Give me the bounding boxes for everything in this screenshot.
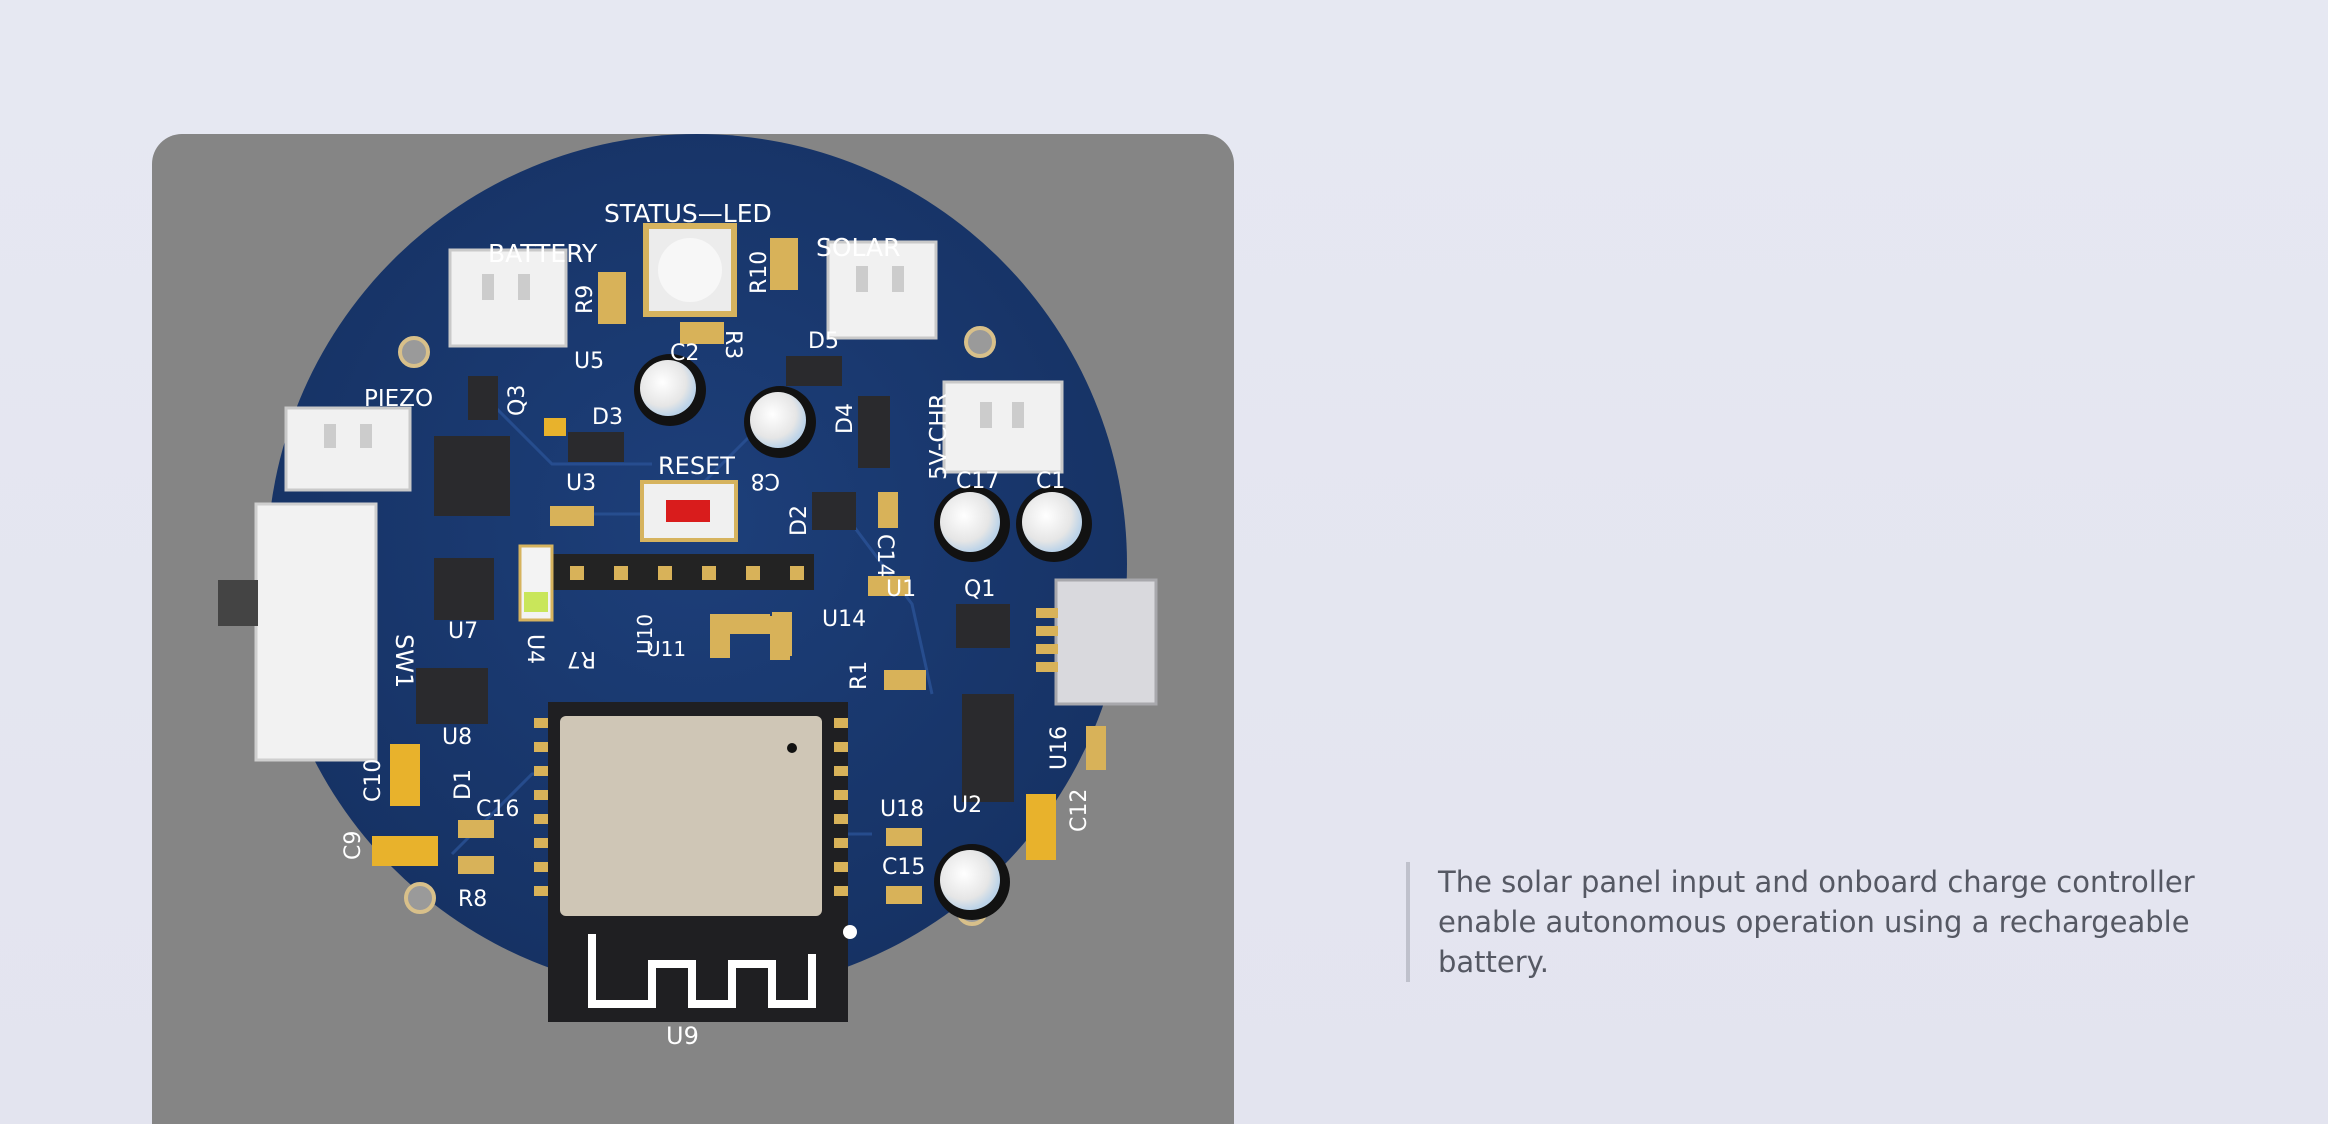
label-u18: U18	[880, 797, 924, 822]
label-r8: R8	[458, 887, 487, 912]
label-piezo: PIEZO	[364, 386, 433, 412]
label-u9: U9	[666, 1022, 699, 1050]
charger-connector	[942, 380, 1064, 474]
label-u3: U3	[566, 471, 596, 496]
label-c15: C15	[882, 855, 925, 880]
caption-text: The solar panel input and onboard charge…	[1438, 865, 2195, 979]
ic-u1	[434, 436, 510, 516]
label-r10: R10	[747, 251, 772, 294]
label-u16: U16	[1047, 726, 1072, 770]
solar-connector	[826, 240, 938, 340]
slide-switch	[254, 502, 378, 762]
label-c10: C10	[361, 759, 386, 802]
usb-port	[1054, 578, 1158, 706]
label-r7: R7	[567, 646, 596, 671]
label-d5: D5	[808, 329, 839, 354]
label-d3: D3	[592, 405, 623, 430]
label-reset: RESET	[658, 452, 735, 480]
label-c9: C9	[341, 831, 366, 860]
label-battery: BATTERY	[488, 239, 598, 268]
label-d1: D1	[451, 769, 476, 800]
caption-block: The solar panel input and onboard charge…	[1406, 862, 2198, 982]
label-d4: D4	[833, 403, 858, 434]
label-u8: U8	[442, 725, 472, 750]
label-5v-chr: 5V-CHR	[926, 393, 952, 480]
label-u7: U7	[448, 619, 478, 644]
label-c2: C2	[670, 341, 699, 366]
label-sw1: SW1	[390, 634, 418, 688]
label-c14: C14	[872, 534, 897, 577]
label-q1: Q1	[964, 577, 995, 602]
label-c1: C1	[1036, 469, 1065, 494]
label-u14: U14	[822, 607, 866, 632]
label-d2: D2	[787, 505, 812, 536]
label-solar: SOLAR	[816, 233, 901, 262]
label-u4: U4	[522, 634, 547, 664]
pcb-render-image: STATUS—LED BATTERY SOLAR PIEZO RESET 5V-…	[152, 134, 1234, 1124]
piezo-connector	[284, 406, 412, 492]
reset-button	[640, 480, 738, 542]
label-u5: U5	[574, 349, 604, 374]
label-r1: R1	[847, 661, 872, 690]
pin-header	[552, 554, 814, 590]
label-status-led: STATUS—LED	[604, 199, 772, 228]
label-c17: C17	[956, 469, 999, 494]
label-c8: C8	[751, 468, 780, 493]
label-r3: R3	[720, 330, 745, 359]
label-q3: Q3	[505, 385, 530, 416]
label-u10: U10	[633, 614, 657, 654]
label-r9: R9	[573, 285, 598, 314]
label-c12: C12	[1067, 789, 1092, 832]
label-u11: U11	[646, 637, 686, 661]
battery-connector	[448, 248, 568, 348]
label-c16: C16	[476, 797, 519, 822]
label-u1: U1	[886, 577, 916, 602]
label-u2: U2	[952, 793, 982, 818]
pcb-board-illustration: STATUS—LED BATTERY SOLAR PIEZO RESET 5V-…	[218, 134, 1158, 1050]
